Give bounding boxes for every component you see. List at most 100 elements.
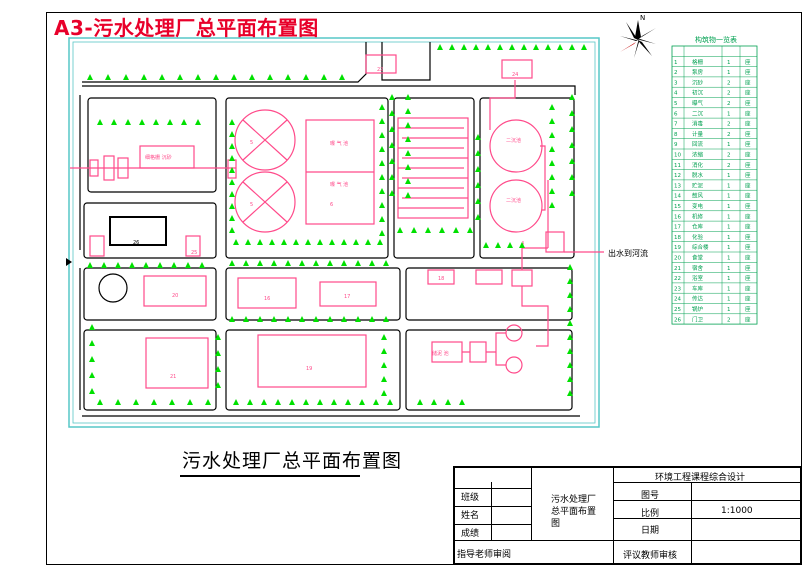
- tree-icon: [181, 119, 187, 125]
- label-sludge: 储泥 池: [432, 350, 449, 357]
- tree-icon: [405, 164, 411, 170]
- building-pump-a: [427, 269, 455, 285]
- building-23: [109, 216, 167, 246]
- tree-icon: [353, 239, 359, 245]
- tree-icon: [87, 262, 93, 268]
- block-mid-left: [83, 267, 217, 321]
- structures: [70, 54, 604, 389]
- block-office: [83, 202, 217, 259]
- tb-line-course: [613, 482, 802, 483]
- tree-icon: [215, 334, 221, 340]
- tb-class-label: 班级: [461, 493, 480, 503]
- tree-icon: [293, 239, 299, 245]
- tree-icon: [141, 74, 147, 80]
- tree-icon: [569, 190, 575, 196]
- tree-icon: [581, 44, 587, 50]
- tree-icon: [475, 214, 481, 220]
- tree-icon: [285, 74, 291, 80]
- tree-icon: [365, 239, 371, 245]
- tb-line-r2: [613, 518, 802, 519]
- label-25: 25: [191, 250, 197, 256]
- tree-icon: [299, 260, 305, 266]
- tb-line-h1: [455, 488, 531, 489]
- outlet-label: 出水到河流: [608, 248, 648, 258]
- tree-icon: [567, 320, 573, 326]
- tree-icon: [405, 108, 411, 114]
- tree-icon: [405, 150, 411, 156]
- tree-icon: [425, 227, 431, 233]
- tree-icon: [389, 158, 395, 164]
- tree-icon: [485, 44, 491, 50]
- tree-icon: [475, 150, 481, 156]
- tree-icon: [569, 174, 575, 180]
- tree-icon: [271, 316, 277, 322]
- tree-icon: [475, 198, 481, 204]
- tree-icon: [389, 126, 395, 132]
- tree-icon: [285, 260, 291, 266]
- tree-icon: [405, 122, 411, 128]
- tree-icon: [139, 119, 145, 125]
- tree-icon: [519, 242, 525, 248]
- label-primary-b: 5: [250, 202, 253, 208]
- clarifier-piping: [489, 80, 549, 270]
- tree-icon: [229, 167, 235, 173]
- tree-icon: [381, 348, 387, 354]
- tree-icon: [549, 146, 555, 152]
- tree-icon: [405, 178, 411, 184]
- tb-drawing-no-label: 图号: [641, 491, 660, 501]
- tree-icon: [215, 382, 221, 388]
- building-pump-b: [475, 269, 503, 285]
- label-21: 21: [170, 374, 176, 380]
- contact-tank-baffles: [398, 127, 468, 209]
- tree-icon: [115, 262, 121, 268]
- tree-icon: [231, 74, 237, 80]
- tree-icon: [233, 239, 239, 245]
- tree-icon: [397, 227, 403, 233]
- tree-icon: [89, 356, 95, 362]
- tree-icon: [389, 174, 395, 180]
- tree-icon: [389, 190, 395, 196]
- label-grit: 细格栅 沉砂: [145, 154, 172, 161]
- tree-icon: [379, 216, 385, 222]
- tree-icon: [305, 239, 311, 245]
- building-25b: [185, 235, 201, 257]
- tree-icon: [383, 316, 389, 322]
- tree-icon: [379, 146, 385, 152]
- tree-icon: [233, 399, 239, 405]
- tree-icon: [171, 262, 177, 268]
- tree-icon: [405, 136, 411, 142]
- tb-advisor-label: 指导老师审阅: [457, 550, 512, 560]
- tree-icon: [369, 260, 375, 266]
- block-inlet: [87, 97, 217, 193]
- tree-icon: [549, 202, 555, 208]
- label-20: 20: [172, 293, 178, 299]
- tree-icon: [101, 262, 107, 268]
- tree-icon: [567, 278, 573, 284]
- tree-rows: [87, 44, 587, 405]
- tree-icon: [129, 262, 135, 268]
- label-aeration-b: 曝 气 池: [330, 181, 348, 188]
- label-aeration-num: 6: [330, 202, 333, 208]
- tree-icon: [89, 340, 95, 346]
- tree-icon: [379, 174, 385, 180]
- drawing-frame: [46, 12, 802, 565]
- legend-title: 构筑物一览表: [695, 36, 737, 44]
- tree-icon: [567, 348, 573, 354]
- tree-icon: [169, 399, 175, 405]
- tree-icon: [383, 260, 389, 266]
- tb-line-v2: [531, 468, 532, 540]
- tree-icon: [475, 134, 481, 140]
- tree-icon: [567, 376, 573, 382]
- tree-icon: [229, 316, 235, 322]
- tree-icon: [411, 227, 417, 233]
- tree-icon: [215, 350, 221, 356]
- tree-icon: [249, 74, 255, 80]
- tree-icon: [289, 399, 295, 405]
- roundabout: [98, 273, 128, 303]
- tree-icon: [533, 44, 539, 50]
- label-aeration-a: 曝 气 池: [330, 140, 348, 147]
- tree-icon: [327, 316, 333, 322]
- tree-icon: [379, 188, 385, 194]
- tree-icon: [339, 74, 345, 80]
- label-clarifier-b: 二沉池: [506, 197, 521, 204]
